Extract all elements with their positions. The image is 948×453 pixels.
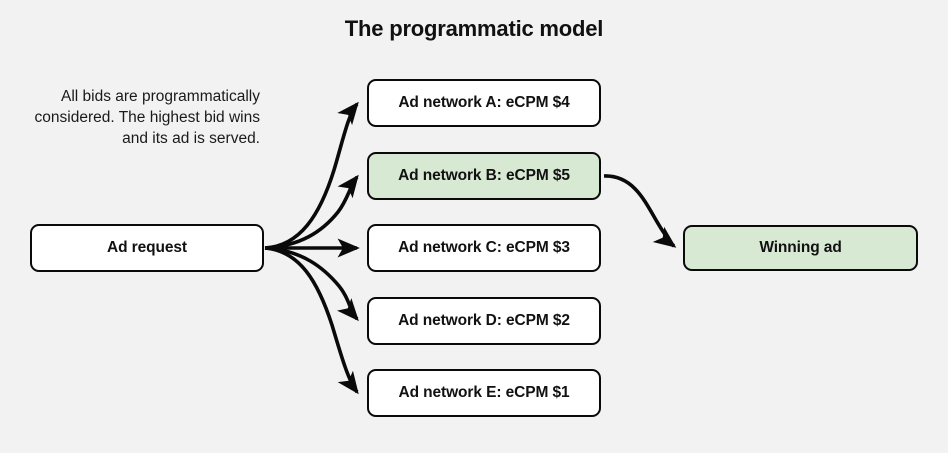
edge-request-to-network-e: [264, 246, 359, 395]
node-ad-network-a-label: Ad network A: eCPM $4: [398, 94, 570, 111]
node-ad-network-c-label: Ad network C: eCPM $3: [398, 239, 570, 256]
page-title: The programmatic model: [344, 16, 604, 41]
node-ad-request[interactable]: Ad request: [30, 224, 264, 272]
node-ad-network-b-label: Ad network B: eCPM $5: [398, 167, 570, 184]
edge-network-b-to-winning-ad: [603, 174, 677, 248]
edge-request-to-network-b: [264, 174, 359, 250]
node-ad-network-b[interactable]: Ad network B: eCPM $5: [367, 152, 601, 200]
node-ad-network-c[interactable]: Ad network C: eCPM $3: [367, 224, 601, 272]
node-winning-ad-label: Winning ad: [759, 239, 842, 256]
diagram-caption: All bids are programmatically considered…: [34, 88, 260, 147]
node-winning-ad[interactable]: Winning ad: [683, 225, 918, 271]
node-ad-request-label: Ad request: [107, 239, 187, 256]
node-ad-network-e-label: Ad network E: eCPM $1: [398, 384, 570, 401]
node-ad-network-d[interactable]: Ad network D: eCPM $2: [367, 297, 601, 345]
edge-request-to-network-d: [264, 246, 359, 322]
edge-request-to-network-a: [264, 101, 359, 250]
node-ad-network-d-label: Ad network D: eCPM $2: [398, 312, 570, 329]
node-ad-network-e[interactable]: Ad network E: eCPM $1: [367, 369, 601, 417]
node-ad-network-a[interactable]: Ad network A: eCPM $4: [367, 79, 601, 127]
